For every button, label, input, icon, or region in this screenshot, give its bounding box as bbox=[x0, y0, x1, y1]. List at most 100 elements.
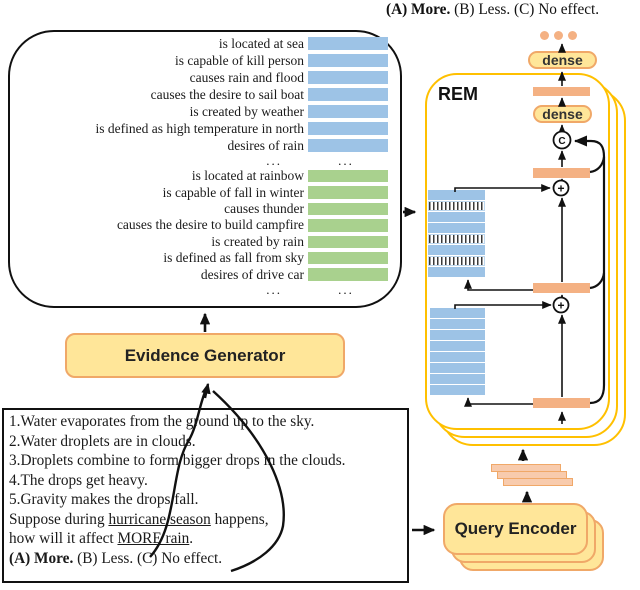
evidence-score-bar bbox=[308, 169, 388, 183]
ellipsis-text: ... bbox=[266, 281, 282, 297]
evidence-score-bar bbox=[308, 105, 388, 118]
evidence-row: is located at sea bbox=[16, 35, 388, 52]
dense-layer-top: dense bbox=[528, 51, 597, 69]
stack-ellipsis-dot-icon bbox=[540, 31, 549, 40]
embedding-bar bbox=[430, 352, 485, 362]
question-box: 1.Water evaporates from the ground up to… bbox=[2, 408, 409, 583]
stack-ellipsis-dot-icon bbox=[568, 31, 577, 40]
text-segment: 5.Gravity makes the drops fall. bbox=[9, 491, 199, 508]
evidence-row: is located at rainbow bbox=[16, 168, 388, 184]
evidence-text: is capable of fall in winter bbox=[162, 184, 304, 200]
text-segment: (A) More. bbox=[9, 549, 74, 567]
evidence-score-bar bbox=[308, 88, 388, 101]
evidence-score-bar bbox=[308, 139, 388, 152]
evidence-row: desires of drive car bbox=[16, 266, 388, 282]
text-segment: (A) More. bbox=[386, 1, 451, 18]
evidence-row: causes the desire to build campfire bbox=[16, 217, 388, 233]
evidence-score-bar bbox=[308, 251, 388, 265]
text-segment: 4.The drops get heavy. bbox=[9, 471, 148, 489]
hidden-state-bar bbox=[533, 398, 590, 408]
evidence-text: desires of rain bbox=[227, 137, 304, 153]
embedding-bar bbox=[428, 212, 485, 222]
query-embedding-bar bbox=[503, 478, 573, 486]
masked-embedding-bar bbox=[428, 256, 485, 266]
rem-label: REM bbox=[438, 84, 478, 104]
evidence-text: causes the desire to sail boat bbox=[150, 86, 304, 102]
masked-embedding-bar bbox=[428, 201, 485, 211]
evidence-score-bar bbox=[308, 235, 388, 248]
ellipsis-row: ... ... bbox=[16, 281, 388, 297]
evidence-text: is created by weather bbox=[189, 103, 304, 119]
evidence-row: is created by weather bbox=[16, 103, 388, 120]
embedding-bar bbox=[428, 267, 485, 277]
text-segment: MORE rain bbox=[117, 530, 190, 547]
question-line: 5.Gravity makes the drops fall. bbox=[9, 490, 407, 510]
evidence-text: causes the desire to build campfire bbox=[116, 217, 304, 233]
stack-ellipsis-dot-icon bbox=[554, 31, 563, 40]
embedding-bar bbox=[430, 341, 485, 351]
hidden-state-bar bbox=[533, 283, 590, 293]
text-segment: hurricane season bbox=[108, 510, 211, 528]
question-line: 1.Water evaporates from the ground up to… bbox=[9, 412, 407, 432]
evidence-text: is located at rainbow bbox=[191, 168, 304, 184]
embedding-bar bbox=[430, 308, 485, 318]
evidence-row: causes the desire to sail boat bbox=[16, 86, 388, 103]
embedding-bar bbox=[428, 245, 485, 255]
evidence-score-bar bbox=[308, 219, 388, 232]
evidence-score-bar bbox=[308, 268, 388, 281]
evidence-row: is created by rain bbox=[16, 234, 388, 250]
query-encoder-block: Query Encoder bbox=[443, 503, 588, 555]
embedding-bar bbox=[430, 374, 485, 384]
evidence-text: desires of drive car bbox=[200, 266, 304, 282]
evidence-text: is defined as fall from sky bbox=[163, 250, 304, 266]
evidence-embedding-stack-lower bbox=[430, 308, 485, 395]
question-line: 3.Droplets combine to form bigger drops … bbox=[9, 451, 407, 471]
evidence-generator-block: Evidence Generator bbox=[65, 333, 345, 378]
question-line: how will it affect MORE rain. bbox=[9, 529, 407, 549]
text-segment: 2.Water droplets are in clouds. bbox=[9, 432, 196, 450]
embedding-bar bbox=[428, 190, 485, 200]
question-line: 2.Water droplets are in clouds. bbox=[9, 432, 407, 452]
embedding-bar bbox=[430, 319, 485, 329]
evidence-score-bar bbox=[308, 54, 388, 67]
embedding-bar bbox=[430, 363, 485, 373]
text-segment: happens, bbox=[210, 510, 269, 528]
evidence-row: causes thunder bbox=[16, 201, 388, 217]
evidence-text: causes thunder bbox=[224, 200, 304, 216]
evidence-score-bar bbox=[308, 71, 388, 84]
evidence-score-bar bbox=[308, 186, 388, 199]
text-segment: 1.Water evaporates from the ground up to… bbox=[9, 413, 315, 430]
evidence-row: is capable of kill person bbox=[16, 52, 388, 69]
evidence-text: is capable of kill person bbox=[175, 52, 304, 68]
evidence-row: desires of rain bbox=[16, 137, 388, 154]
evidence-score-bar bbox=[308, 202, 388, 216]
evidence-text: is defined as high temperature in north bbox=[95, 120, 304, 136]
ellipsis-row: ... ... bbox=[16, 153, 388, 168]
question-line: (A) More. (B) Less. (C) No effect. bbox=[9, 549, 407, 569]
question-line: 4.The drops get heavy. bbox=[9, 471, 407, 491]
evidence-row: is defined as high temperature in north bbox=[16, 120, 388, 137]
ellipsis-bars: ... bbox=[338, 153, 354, 168]
embedding-bar bbox=[430, 385, 485, 395]
embedding-bar bbox=[428, 223, 485, 233]
dense-layer-inner: dense bbox=[533, 105, 592, 123]
text-segment: Suppose during bbox=[9, 510, 109, 528]
text-segment: . bbox=[189, 530, 194, 547]
evidence-text: is created by rain bbox=[211, 233, 304, 249]
evidence-row: is capable of fall in winter bbox=[16, 184, 388, 200]
embedding-bar bbox=[430, 330, 485, 340]
evidence-text: is located at sea bbox=[218, 35, 304, 51]
evidence-score-bar bbox=[308, 37, 388, 50]
ellipsis-text: ... bbox=[266, 153, 282, 168]
question-line: Suppose during hurricane season happens, bbox=[9, 510, 407, 530]
hidden-state-bar bbox=[533, 87, 590, 96]
text-segment: 3.Droplets combine to form bigger drops … bbox=[9, 452, 346, 469]
text-segment: (B) Less. (C) No effect. bbox=[73, 549, 223, 567]
lasso-arrowhead bbox=[201, 382, 211, 399]
evidence-row: is defined as fall from sky bbox=[16, 250, 388, 266]
evidence-row: causes rain and flood bbox=[16, 69, 388, 86]
evidence-embedding-stack-upper bbox=[428, 190, 485, 277]
